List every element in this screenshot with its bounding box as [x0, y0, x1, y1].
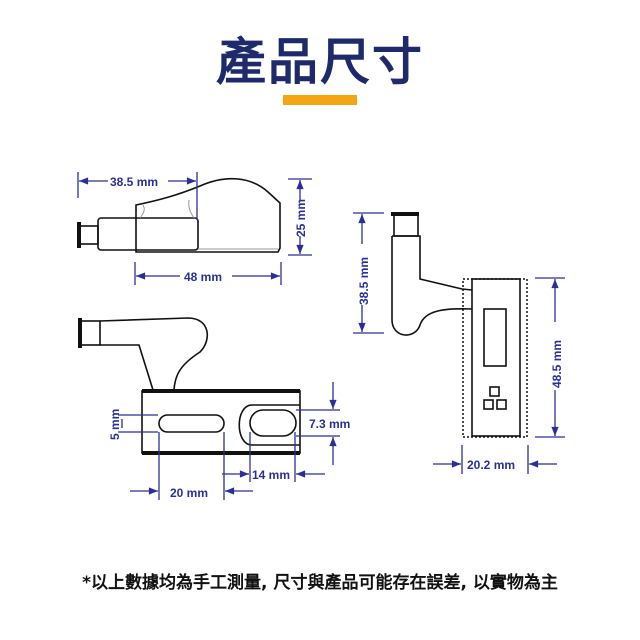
- dim-front-7-3: 7.3 mm: [309, 417, 350, 431]
- front-view-drawing: 5 mm 7.3 mm 14 mm 20 mm: [78, 317, 350, 500]
- dim-side-20-2: 20.2 mm: [467, 458, 515, 472]
- dim-front-20: 20 mm: [170, 486, 208, 500]
- title-underline: [283, 95, 357, 105]
- page-title: 產品尺寸: [216, 33, 424, 91]
- dim-top-48: 48 mm: [184, 270, 222, 284]
- dim-front-14: 14 mm: [252, 468, 290, 482]
- top-view-drawing: 38.5 mm 25 mm 48 mm: [77, 172, 312, 285]
- dim-side-48-5: 48.5 mm: [550, 340, 564, 388]
- dim-front-5: 5 mm: [108, 409, 122, 440]
- dim-side-38-5: 38.5 mm: [357, 257, 371, 305]
- side-view-drawing: 38.5 mm 48.5 mm 20.2 mm: [353, 212, 565, 474]
- dim-top-38-5: 38.5 mm: [110, 175, 158, 189]
- dim-top-25: 25 mm: [294, 199, 308, 237]
- measurement-disclaimer: *以上數據均為手工測量, 尺寸與產品可能存在誤差, 以實物為主: [82, 573, 558, 593]
